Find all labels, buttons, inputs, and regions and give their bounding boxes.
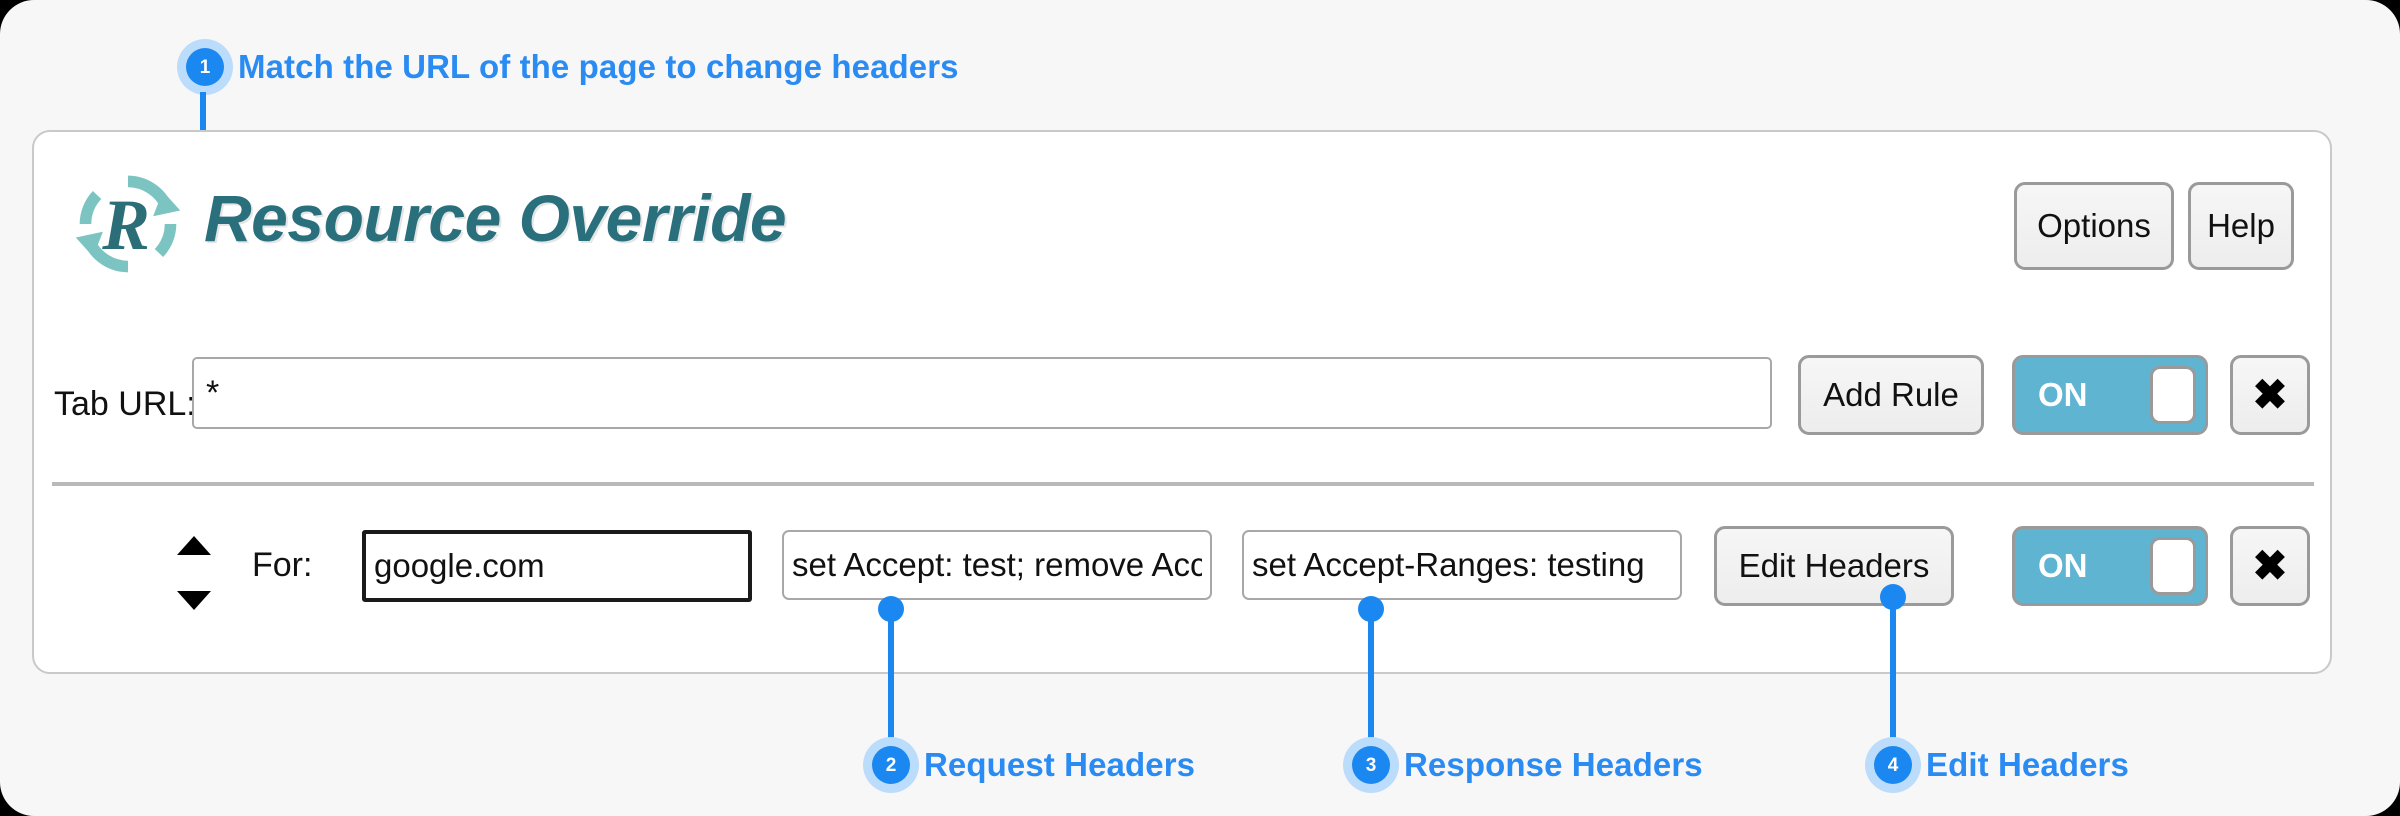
tab-url-toggle-label: ON bbox=[2038, 376, 2088, 413]
annotation-leader-4 bbox=[1890, 594, 1896, 740]
rule-on-toggle[interactable]: ON bbox=[2012, 526, 2208, 606]
tab-url-toggle-knob bbox=[2150, 366, 2196, 424]
edit-headers-button[interactable]: Edit Headers bbox=[1714, 526, 1954, 606]
annotation-label-4: Edit Headers bbox=[1926, 746, 2129, 783]
rule-match-input[interactable] bbox=[362, 530, 752, 602]
sort-up-down-icon[interactable] bbox=[174, 536, 214, 610]
annotation-callout-3: 3 Response Headers bbox=[1352, 746, 1703, 784]
card-header: R Resource Override Options Help bbox=[34, 132, 2330, 318]
help-button[interactable]: Help bbox=[2188, 182, 2294, 270]
annotation-leader-3 bbox=[1368, 606, 1374, 740]
tab-url-label: Tab URL: bbox=[54, 385, 196, 423]
extension-card: R Resource Override Options Help Tab URL… bbox=[32, 130, 2332, 674]
annotation-callout-4: 4 Edit Headers bbox=[1874, 746, 2129, 784]
annotation-label-2: Request Headers bbox=[924, 746, 1196, 783]
request-headers-input[interactable] bbox=[782, 530, 1212, 600]
annotation-label-1: Match the URL of the page to change head… bbox=[238, 48, 959, 85]
annotation-badge-4: 4 bbox=[1874, 746, 1912, 784]
rule-toggle-label: ON bbox=[2038, 547, 2088, 584]
tab-url-row: Tab URL: Add Rule ON ✖ bbox=[34, 355, 2330, 453]
app-title: Resource Override bbox=[204, 181, 787, 255]
rule-close-button[interactable]: ✖ bbox=[2230, 526, 2310, 606]
options-button[interactable]: Options bbox=[2014, 182, 2174, 270]
annotation-leader-2 bbox=[888, 606, 894, 740]
tab-url-on-toggle[interactable]: ON bbox=[2012, 355, 2208, 435]
annotation-badge-2: 2 bbox=[872, 746, 910, 784]
annotation-badge-1: 1 bbox=[186, 48, 224, 86]
annotation-callout-1: 1 Match the URL of the page to change he… bbox=[186, 48, 959, 86]
tab-url-input[interactable] bbox=[192, 357, 1772, 429]
annotation-callout-2: 2 Request Headers bbox=[872, 746, 1195, 784]
section-divider bbox=[52, 482, 2314, 486]
add-rule-button[interactable]: Add Rule bbox=[1798, 355, 1984, 435]
resource-override-logo-icon: R bbox=[70, 166, 186, 282]
for-label: For: bbox=[252, 546, 313, 584]
annotation-badge-3: 3 bbox=[1352, 746, 1390, 784]
sort-up-icon bbox=[177, 536, 211, 555]
rule-toggle-knob bbox=[2150, 537, 2196, 595]
sort-down-icon bbox=[177, 591, 211, 610]
annotation-label-3: Response Headers bbox=[1404, 746, 1703, 783]
svg-text:R: R bbox=[101, 186, 150, 265]
response-headers-input[interactable] bbox=[1242, 530, 1682, 600]
tab-url-close-button[interactable]: ✖ bbox=[2230, 355, 2310, 435]
rule-row: For: Edit Headers ON ✖ bbox=[34, 526, 2330, 620]
